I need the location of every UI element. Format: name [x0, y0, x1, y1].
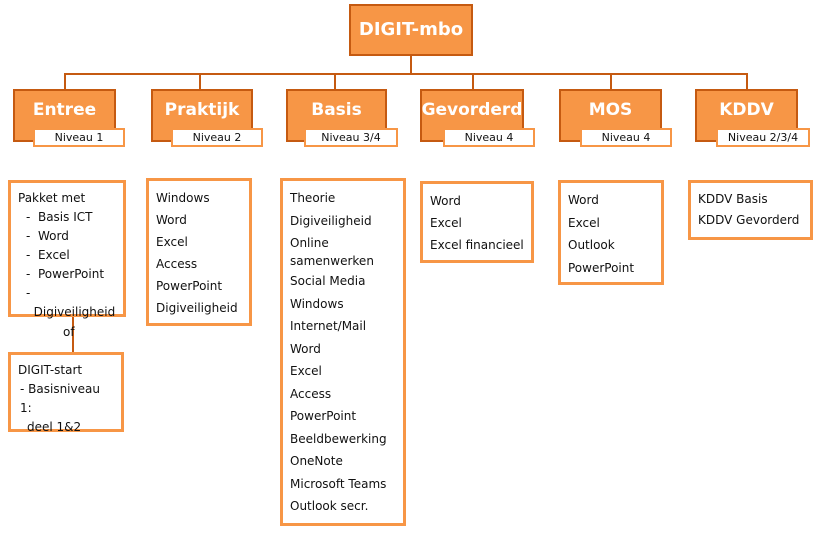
- list-item: Excel financieel: [430, 238, 524, 252]
- level-badge-praktijk: Niveau 2: [171, 128, 263, 147]
- list-item: Digiveiligheid: [26, 284, 117, 322]
- list-item: Word: [430, 194, 461, 208]
- list-item: KDDV Gevorderd: [698, 213, 800, 227]
- list-item: Online: [290, 236, 329, 250]
- list-item: Excel: [290, 364, 322, 378]
- root-node: DIGIT-mbo: [349, 4, 473, 56]
- list-item: Word: [26, 227, 117, 246]
- level-badge-kddv: Niveau 2/3/4: [716, 128, 810, 147]
- list-item: Word: [290, 341, 321, 356]
- items-box-kddv: KDDV Basis KDDV Gevorderd: [688, 180, 813, 240]
- list-item: Digiveiligheid: [156, 301, 238, 315]
- connector-praktijk: [199, 73, 201, 90]
- list-item: Word: [156, 213, 187, 227]
- items-box-praktijk: Windows Word Excel Access PowerPoint Dig…: [146, 178, 252, 326]
- list-item: Excel: [26, 246, 117, 265]
- connector-gevorderd: [472, 73, 474, 90]
- list-item: PowerPoint: [26, 265, 117, 284]
- item-list: Basis ICT Word Excel PowerPoint Digiveil…: [18, 208, 117, 322]
- items-box-entree-digit-start: DIGIT-start - Basisniveau 1: deel 1&2: [8, 352, 124, 434]
- list-item: Word: [568, 193, 599, 207]
- items-box-entree-pakket: Pakket met Basis ICT Word Excel PowerPoi…: [8, 180, 126, 319]
- root-connector: [410, 56, 412, 74]
- connector-entree: [64, 73, 66, 90]
- level-badge-gevorderd: Niveau 4: [443, 128, 535, 147]
- items-box-mos: Word Excel Outlook PowerPoint: [558, 180, 664, 285]
- horizontal-connector: [64, 73, 748, 75]
- list-item: OneNote: [290, 454, 343, 468]
- level-badge-entree: Niveau 1: [33, 128, 125, 147]
- list-item: Windows: [290, 296, 344, 311]
- list-item: deel 1&2: [27, 420, 82, 434]
- list-item: Digiveiligheid: [290, 213, 372, 228]
- list-item: Excel: [156, 235, 188, 249]
- list-item: Outlook secr.: [290, 499, 369, 513]
- list-item: - Basisniveau 1:: [20, 382, 100, 415]
- list-item: Theorie: [290, 191, 336, 205]
- box-heading: Pakket met: [18, 191, 86, 205]
- level-badge-basis: Niveau 3/4: [304, 128, 398, 147]
- category-basis: Basis: [286, 89, 387, 142]
- items-box-basis: Theorie Digiveiligheid Online samenwerke…: [280, 178, 406, 526]
- list-item: Excel: [568, 215, 600, 230]
- list-item: PowerPoint: [156, 279, 223, 293]
- list-item: Windows: [156, 191, 210, 205]
- list-item: Excel: [430, 216, 462, 230]
- list-item: Internet/Mail: [290, 319, 367, 333]
- list-item: PowerPoint: [290, 409, 357, 423]
- box-heading: DIGIT-start: [18, 363, 83, 377]
- connector-basis: [334, 73, 336, 90]
- connector-mos: [610, 73, 612, 90]
- list-item: PowerPoint: [568, 260, 635, 275]
- items-box-gevorderd: Word Excel Excel financieel: [420, 181, 534, 263]
- level-badge-mos: Niveau 4: [580, 128, 672, 147]
- list-item: Access: [156, 257, 198, 271]
- list-item: Outlook: [568, 238, 615, 252]
- list-item: Access: [290, 386, 332, 401]
- list-item: Basis ICT: [26, 208, 117, 227]
- list-item: samenwerken: [290, 254, 374, 268]
- connector-kddv: [746, 73, 748, 90]
- list-item: Microsoft Teams: [290, 476, 387, 491]
- list-item: Social Media: [290, 274, 366, 288]
- alternative-label: of: [63, 325, 75, 339]
- list-item: Beeldbewerking: [290, 431, 387, 446]
- list-item: KDDV Basis: [698, 192, 768, 206]
- connector-entree-box: [72, 317, 74, 352]
